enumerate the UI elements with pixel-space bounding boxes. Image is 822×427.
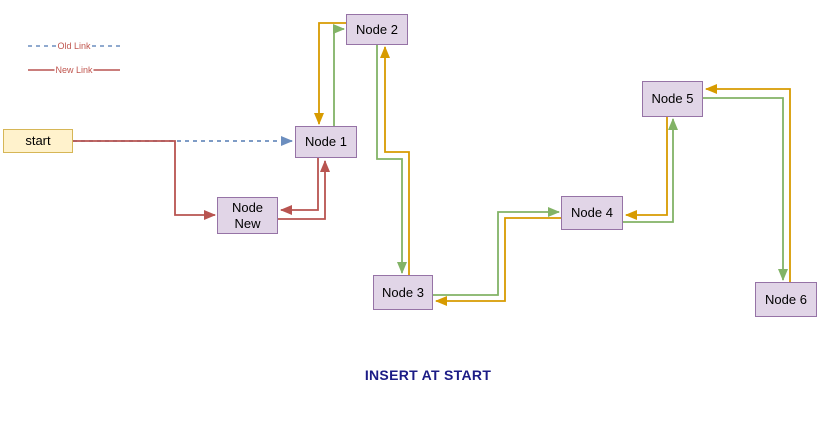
edge-next-node5-to-node6 [703, 97, 788, 281]
edge-prev-node4-to-node3 [435, 217, 561, 306]
node-1: Node 1 [295, 126, 357, 158]
edge-next-node3-to-node4 [433, 207, 560, 296]
node-6: Node 6 [755, 282, 817, 317]
edge-next-node4-to-node5 [623, 118, 678, 223]
node-new: Node New [217, 197, 278, 234]
diagram-title: INSERT AT START [364, 367, 492, 383]
edge-prev-node6-to-node5 [705, 84, 791, 282]
edge-new-link-nodenew-to-node1 [278, 160, 330, 220]
node-4: Node 4 [561, 196, 623, 230]
legend-old-link-label: Old Link [56, 41, 92, 51]
edge-prev-node3-to-node2 [380, 46, 410, 275]
legend-new-link-label: New Link [54, 65, 94, 75]
edge-next-node2-to-node3 [376, 45, 407, 274]
node-start: start [3, 129, 73, 153]
edge-new-link-node1-to-nodenew [280, 158, 319, 215]
edge-next-node1-to-node2 [333, 24, 345, 126]
edge-prev-node2-to-node1 [314, 22, 346, 125]
node-5: Node 5 [642, 81, 703, 117]
node-2: Node 2 [346, 14, 408, 45]
node-3: Node 3 [373, 275, 433, 310]
edge-new-link-start-to-nodenew [73, 140, 216, 220]
edge-prev-node5-to-node4 [625, 117, 668, 220]
